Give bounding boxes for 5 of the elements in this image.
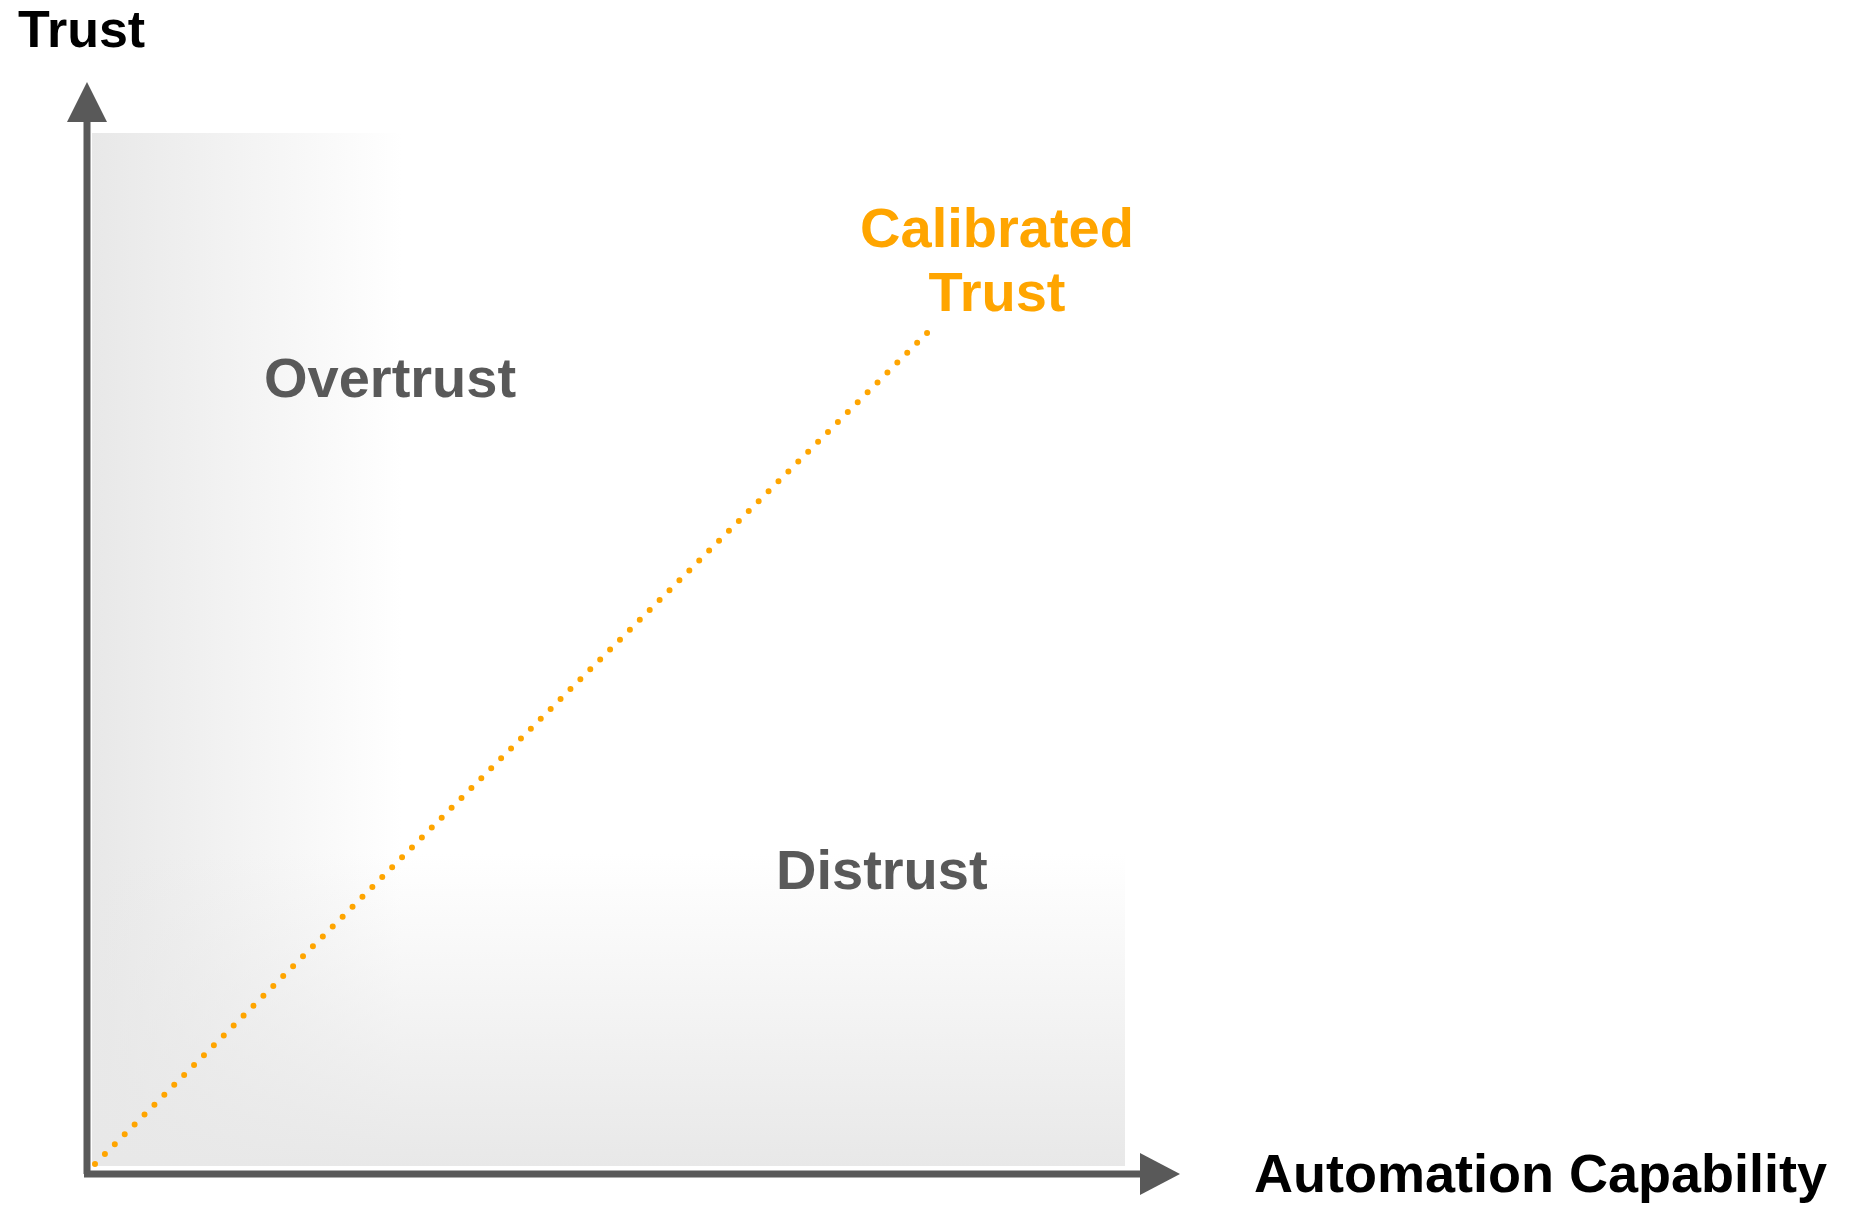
axis-title: Trust (18, 0, 146, 60)
line-label: Calibrated Trust (859, 196, 1135, 325)
region-label: Distrust (776, 838, 988, 903)
region-label: Overtrust (264, 346, 517, 411)
axis-title: Automation Capability (1254, 1142, 1827, 1205)
